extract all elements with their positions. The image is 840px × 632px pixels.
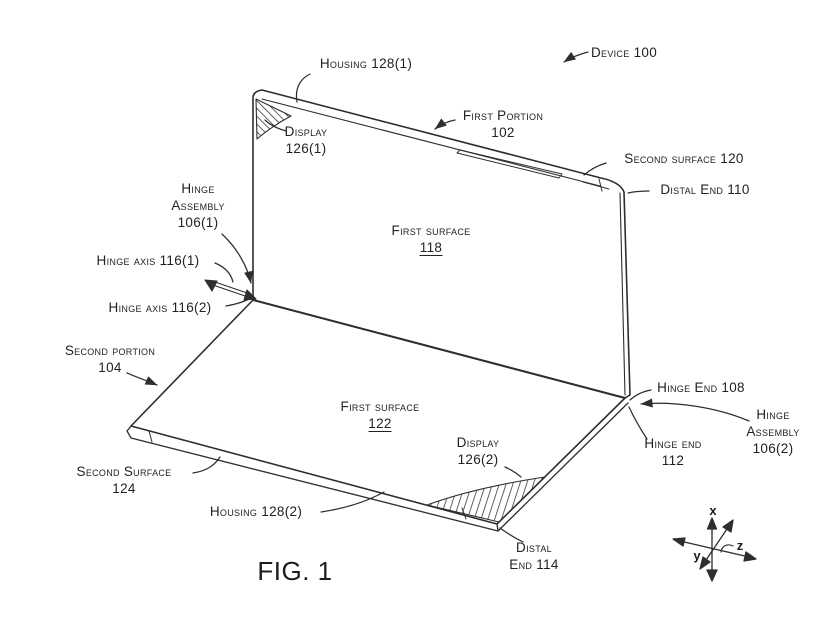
leader-first-portion-arrow	[434, 118, 456, 130]
leader-second-surface-124	[192, 456, 221, 474]
display-2-hatch	[426, 476, 546, 523]
top-slot-detail-2	[582, 181, 610, 190]
leader-display-1	[264, 119, 287, 132]
coordinate-axes	[672, 517, 757, 582]
second-portion-thickness	[126, 425, 499, 532]
display-1-hatch	[255, 98, 292, 140]
label-display-126-1: Display 126(1)	[284, 124, 328, 156]
leader-distal-end-114	[499, 527, 524, 543]
leader-lines	[126, 51, 750, 543]
first-portion-top-inner-edge	[261, 98, 601, 187]
label-housing-128-1: Housing 128(1)	[319, 56, 413, 71]
label-second-surface-124: Second Surface 124	[76, 464, 172, 496]
leader-hinge-end-108	[629, 389, 652, 401]
label-distal-end-110: Distal End 110	[660, 182, 750, 197]
label-first-surface-118: First surface 118	[391, 223, 471, 256]
leader-second-surface-120	[583, 162, 607, 176]
first-portion-panel	[252, 89, 631, 399]
first-portion-right-inner-edge	[619, 192, 626, 396]
leader-hinge-end-112	[628, 406, 648, 440]
axis-y-label: y	[693, 548, 701, 563]
leader-device-arrow	[563, 51, 589, 63]
label-display-126-2: Display 126(2)	[456, 435, 500, 467]
leader-second-portion-arrow	[126, 372, 158, 386]
label-hinge-axis-116-2: Hinge axis 116(2)	[108, 300, 212, 315]
label-second-portion-104: Second portion 104	[64, 343, 156, 375]
axis-z-label: z	[736, 538, 744, 553]
hinge-axis-arrow	[204, 279, 257, 301]
label-hinge-end-112: Hinge end 112	[644, 436, 702, 468]
label-hinge-axis-116-1: Hinge axis 116(1)	[96, 253, 200, 268]
leader-distal-end-110	[627, 190, 650, 194]
axis-x-label: x	[709, 503, 717, 518]
label-second-surface-120: Second surface 120	[624, 151, 744, 166]
leader-hinge-axis-1	[214, 262, 234, 283]
leader-housing-2	[320, 491, 385, 513]
leader-display-2	[504, 466, 522, 478]
label-first-surface-122: First surface 122	[340, 399, 420, 432]
left-tip-seam	[148, 430, 153, 443]
label-distal-end-114: Distal End 114	[509, 540, 559, 572]
leader-hinge-assembly-1-arrow	[221, 233, 253, 284]
second-portion-right-outer-edge	[497, 402, 629, 532]
leader-hinge-assembly-2-arrow	[640, 398, 750, 422]
label-hinge-end-108: Hinge End 108	[657, 380, 745, 395]
distal-end-cap-seam	[598, 178, 603, 192]
label-housing-128-2: Housing 128(2)	[209, 504, 303, 519]
leader-hinge-axis-2	[225, 299, 248, 307]
leader-housing-1	[295, 73, 311, 103]
z-rotation-arc	[720, 544, 734, 553]
figure-caption: FIG. 1	[257, 556, 333, 586]
top-slot-detail	[456, 149, 563, 179]
label-device-100: Device 100	[590, 45, 658, 60]
label-hinge-assembly-106-2: Hinge Assembly 106(2)	[746, 407, 800, 456]
hinge-seam-line	[252, 299, 626, 399]
label-first-portion-102: First Portion 102	[462, 108, 544, 140]
label-hinge-assembly-106-1: Hinge Assembly 106(1)	[171, 181, 225, 230]
